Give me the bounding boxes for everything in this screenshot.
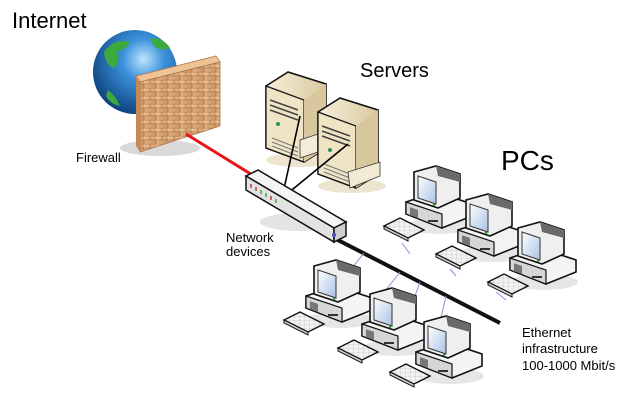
desktop-pc-icon [283,259,375,336]
network-devices-label: Network devices [226,230,274,260]
ethernet-backbone [329,234,501,325]
ethernet-speed: 100-1000 Mbit/s [522,357,616,373]
ethernet-line: infrastructure [522,341,598,357]
network-devices-line: devices [226,244,271,260]
firewall-label: Firewall [76,150,121,165]
ethernet-label: Ethernet infrastructure 100-1000 Mbit/s [522,325,615,374]
brick-wall-icon [120,55,221,156]
server-tower-icon [317,97,387,194]
network-switch-icon [244,169,348,244]
internet-label: Internet [12,8,87,33]
pcs-label: PCs [501,145,554,176]
server-link [281,143,349,199]
network-devices-line: Network [226,230,274,245]
servers-label: Servers [360,60,429,82]
firewall-link [185,132,255,178]
server-link [281,115,301,199]
ethernet-line: Ethernet [522,325,572,340]
